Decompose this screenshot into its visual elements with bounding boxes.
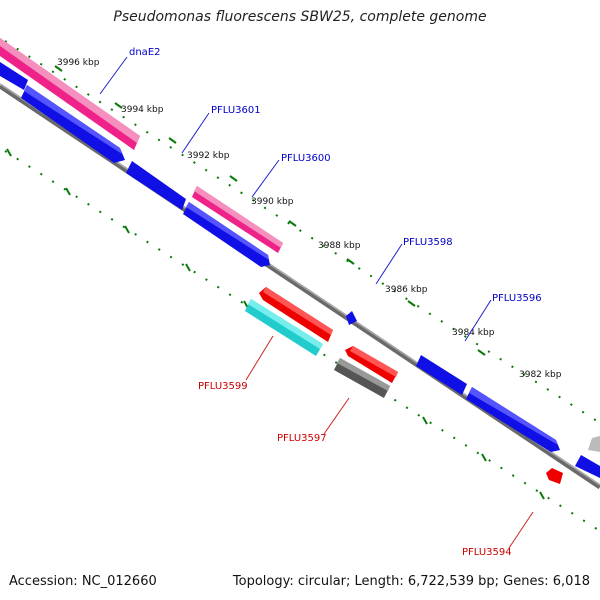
tick-track-outer [4,40,600,424]
tick-label: 3986 kbp [385,285,428,295]
forward-strand-genes [0,38,600,478]
gene-labels: dnaE2 PFLU3601 PFLU3600 PFLU3598 PFLU359… [129,47,542,558]
map-title: Pseudomonas fluorescens SBW25, complete … [113,9,487,25]
gene-bar-blue-3[interactable] [126,161,186,210]
tick-label: 3984 kbp [452,328,495,338]
gene-label-PFLU3600[interactable]: PFLU3600 [281,153,331,164]
tick-label: 3990 kbp [251,197,294,207]
gene-PFLU3598-bar[interactable] [346,311,357,325]
gene-label-PFLU3597[interactable]: PFLU3597 [277,433,327,444]
gene-leader-lines [99,56,534,549]
gene-bar-gray-right [588,436,600,452]
tick-label: 3988 kbp [318,241,361,251]
accession-text: Accession: NC_012660 [9,574,157,589]
major-ticks-outer [54,65,486,356]
gene-label-PFLU3598[interactable]: PFLU3598 [403,237,453,248]
tick-label: 3996 kbp [57,58,100,68]
reverse-strand-genes [245,287,563,484]
genome-summary-text: Topology: circular; Length: 6,722,539 bp… [232,574,590,589]
gene-bar-blue-1[interactable] [0,62,28,90]
gene-label-dnaE2[interactable]: dnaE2 [129,47,161,58]
tick-label: 3992 kbp [187,151,230,161]
gene-label-PFLU3594[interactable]: PFLU3594 [462,547,512,558]
tick-label: 3994 kbp [121,105,164,115]
tick-track-inner [4,150,600,532]
gene-label-PFLU3599[interactable]: PFLU3599 [198,381,248,392]
gene-PFLU3594-bar[interactable] [546,468,563,484]
gene-label-PFLU3596[interactable]: PFLU3596 [492,293,542,304]
gene-bar-blue-6[interactable] [575,455,600,478]
tick-labels: 3996 kbp 3994 kbp 3992 kbp 3990 kbp 3988… [57,58,562,380]
gene-label-PFLU3601[interactable]: PFLU3601 [211,105,261,116]
tick-label: 3982 kbp [519,370,562,380]
gene-bar-blue-5[interactable] [416,355,467,395]
